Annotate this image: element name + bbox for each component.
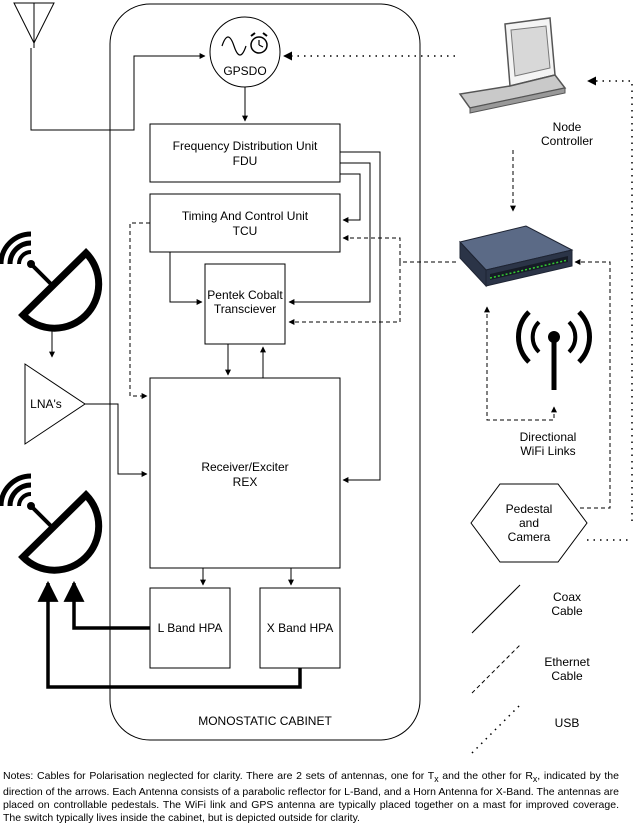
legend: Coax Cable Ethernet Cable USB bbox=[471, 584, 590, 754]
notes-sub-rx: x bbox=[532, 774, 538, 785]
notes-sub-tx: x bbox=[434, 774, 439, 785]
wifi-label-line2: WiFi Links bbox=[520, 444, 575, 458]
lna-label: LNA's bbox=[30, 397, 62, 411]
lband-hpa-block[interactable]: L Band HPA bbox=[149, 587, 231, 669]
monostatic-cabinet: MONOSTATIC CABINET bbox=[109, 3, 421, 741]
legend-coax-label-line2: Cable bbox=[551, 604, 583, 618]
lna-to-rex bbox=[85, 403, 148, 477]
wifi-label-line1: Directional bbox=[520, 430, 577, 444]
network-switch-icon[interactable] bbox=[459, 225, 574, 288]
switch-to-pentek bbox=[288, 262, 401, 325]
rex-label-line2: REX bbox=[233, 475, 258, 489]
tcu-label-line1: Timing And Control Unit bbox=[182, 209, 309, 223]
pentek-block[interactable]: Pentek Cobalt Transciever bbox=[204, 263, 286, 345]
pentek-label-line2: Transciever bbox=[214, 302, 276, 316]
tcu-label-line2: TCU bbox=[233, 224, 258, 238]
wifi-link-loop bbox=[484, 306, 557, 421]
laptop-usb-right bbox=[587, 76, 633, 521]
tcu-to-pentek bbox=[169, 252, 203, 305]
fdu-label-line2: FDU bbox=[233, 154, 258, 168]
notes-text-1: Notes: Cables for Polarisation neglected… bbox=[3, 770, 435, 782]
switch-to-tcu bbox=[342, 235, 456, 263]
wifi-antenna-icon[interactable] bbox=[516, 310, 592, 390]
tcu-block[interactable]: Timing And Control Unit TCU bbox=[149, 193, 341, 253]
fdu-to-tcu bbox=[340, 173, 361, 223]
pedestal-to-switch-ethernet bbox=[574, 259, 611, 509]
lband-hpa-label: L Band HPA bbox=[158, 621, 223, 635]
notes-text-3: , indicated by the direction of the arro… bbox=[3, 770, 619, 825]
tcu-to-rex-ethernet bbox=[129, 222, 150, 399]
legend-ethernet-label-line2: Cable bbox=[551, 669, 583, 683]
pedestal-label-line2: and bbox=[519, 516, 539, 530]
xband-hpa-to-antenna bbox=[37, 580, 302, 689]
pentek-label-line1: Pentek Cobalt bbox=[207, 288, 283, 302]
gpsdo-node[interactable]: GPSDO bbox=[209, 16, 281, 88]
pedestal-camera-node[interactable]: Pedestal and Camera bbox=[470, 483, 588, 563]
alarm-clock-icon bbox=[250, 32, 268, 54]
notes-paragraph: Notes: Cables for Polarisation neglected… bbox=[3, 770, 619, 825]
gps-antenna-icon bbox=[13, 2, 55, 48]
node-controller-label-line2: Controller bbox=[541, 134, 593, 148]
fdu-label-line1: Frequency Distribution Unit bbox=[173, 139, 318, 153]
xband-hpa-label: X Band HPA bbox=[267, 621, 333, 635]
gpsdo-label: GPSDO bbox=[223, 64, 266, 78]
legend-usb-line bbox=[471, 704, 521, 754]
lband-hpa-to-antenna bbox=[63, 580, 150, 630]
xband-hpa-block[interactable]: X Band HPA bbox=[259, 587, 341, 669]
cabinet-label: MONOSTATIC CABINET bbox=[198, 714, 332, 728]
legend-ethernet-line bbox=[471, 644, 521, 694]
rx-antenna-icon bbox=[0, 231, 103, 332]
pedestal-label-line1: Pedestal bbox=[506, 502, 553, 516]
legend-coax-line bbox=[471, 584, 521, 634]
tx-antenna-icon bbox=[0, 473, 103, 574]
fdu-to-rex bbox=[340, 151, 381, 483]
legend-coax-label-line1: Coax bbox=[553, 590, 581, 604]
gps-antenna-cable bbox=[30, 48, 206, 131]
legend-ethernet-label-line1: Ethernet bbox=[544, 655, 590, 669]
legend-usb-label: USB bbox=[555, 716, 580, 730]
lna-amplifier[interactable]: LNA's bbox=[24, 363, 86, 445]
sine-wave-icon bbox=[221, 36, 247, 56]
node-controller-label-line1: Node bbox=[553, 120, 582, 134]
fdu-block[interactable]: Frequency Distribution Unit FDU bbox=[149, 123, 341, 183]
rex-label-line1: Receiver/Exciter bbox=[201, 460, 288, 474]
fdu-to-pentek bbox=[288, 162, 371, 305]
notes-text-2: and the other for R bbox=[438, 770, 533, 782]
laptop-icon[interactable] bbox=[458, 17, 567, 114]
pedestal-label-line3: Camera bbox=[508, 530, 551, 544]
rex-block[interactable]: Receiver/Exciter REX bbox=[149, 377, 341, 569]
